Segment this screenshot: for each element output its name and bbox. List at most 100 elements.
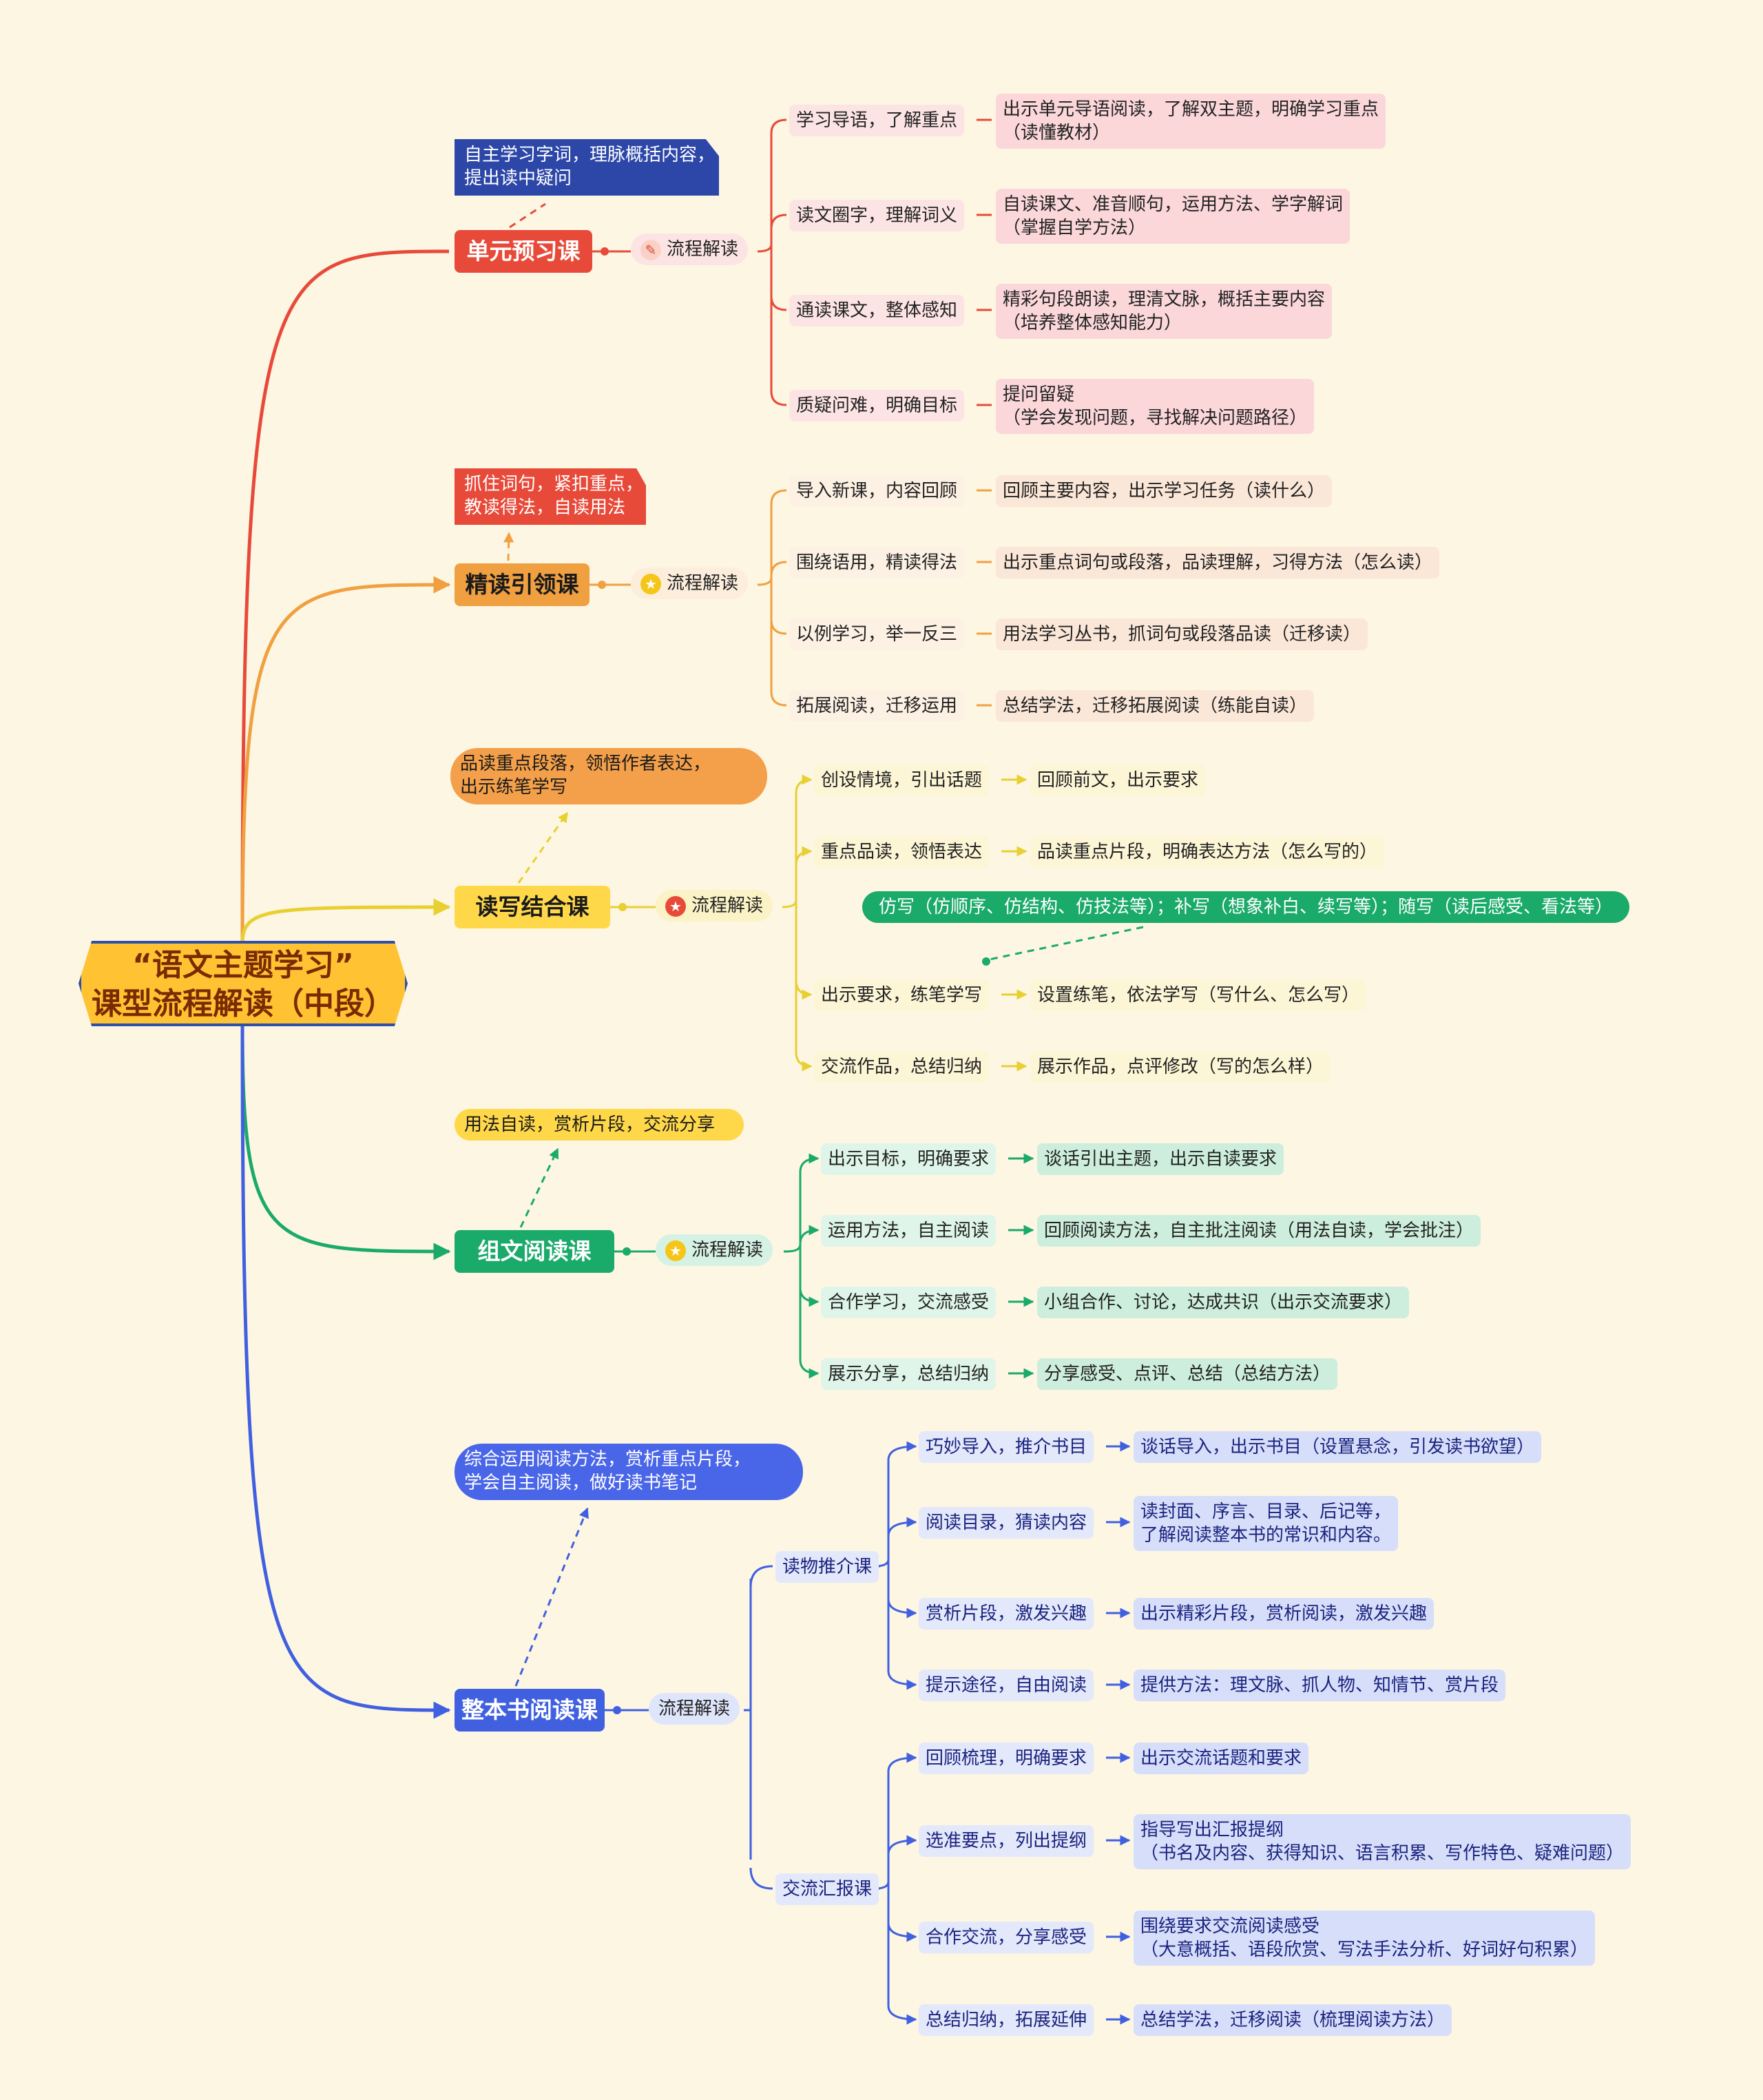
step-detail: 出示重点词句或段落，品读理解，习得方法（怎么读） (996, 547, 1440, 579)
writing-methods-note: 仿写（仿顺序、仿结构、仿技法等）；补写（想象补白、续写等）；随写（读后感受、看法… (862, 891, 1630, 923)
branch-connector (240, 1026, 451, 1719)
subgroup-label[interactable]: 交流汇报课 (775, 1873, 879, 1905)
subgroup-branch (749, 1565, 773, 1588)
step-label[interactable]: 合作学习，交流感受 (821, 1287, 997, 1318)
step-detail: 读封面、序言、目录、后记等， 了解阅读整本书的常识和内容。 (1134, 1496, 1399, 1551)
branch-1-process-tag[interactable]: ✎流程解读 (631, 233, 749, 265)
step-detail: 精彩句段朗读，理清文脉，概括主要内容 （培养整体感知能力） (996, 284, 1333, 339)
step-detail: 自读课文、准音顺句，运用方法、学字解词 （掌握自学方法） (996, 189, 1350, 244)
step-connector (770, 118, 787, 134)
step-connector (795, 774, 813, 794)
star-icon: ★ (665, 895, 686, 917)
step-label[interactable]: 拓展阅读，迁移运用 (789, 690, 965, 722)
step-label[interactable]: 选准要点，列出提纲 (919, 1825, 1094, 1857)
step-detail: 设置练笔，依法学写（写什么、怎么写） (1030, 979, 1367, 1011)
connector-dot (618, 903, 627, 911)
step-label[interactable]: 出示要求，练笔学写 (814, 979, 990, 1011)
connector-dot (982, 957, 990, 966)
step-connector (887, 1922, 917, 1942)
branch-3-title[interactable]: 读写结合课 (455, 886, 610, 928)
step-label[interactable]: 重点品读，领悟表达 (814, 836, 990, 868)
step-connector (887, 1441, 917, 1461)
step-label[interactable]: 围绕语用，精读得法 (789, 547, 965, 579)
step-trunk-join (757, 244, 773, 253)
step-detail: 指导写出汇报提纲 （书名及内容、获得知识、语言积累、写作特色、疑难问题） (1134, 1814, 1631, 1869)
step-label[interactable]: 总结归纳，拓展延伸 (919, 2004, 1094, 2036)
step-label[interactable]: 运用方法，自主阅读 (821, 1215, 997, 1247)
step-connector (887, 1599, 917, 1619)
step-label[interactable]: 出示目标，明确要求 (821, 1143, 997, 1175)
step-detail: 小组合作、讨论，达成共识（出示交流要求） (1037, 1287, 1410, 1318)
step-label[interactable]: 导入新课，内容回顾 (789, 475, 965, 507)
step-label[interactable]: 读文圈字，理解词义 (789, 200, 965, 231)
step-label[interactable]: 合作交流，分享感受 (919, 1922, 1094, 1953)
branch-1-title[interactable]: 单元预习课 (455, 230, 592, 273)
branch-5-process-tag[interactable]: 流程解读 (649, 1693, 740, 1725)
branch-connector (240, 1026, 451, 1260)
step-connector (770, 489, 787, 505)
branch-3-process-tag[interactable]: ★流程解读 (656, 890, 773, 922)
connector-dot (613, 1706, 621, 1714)
step-connector (770, 295, 787, 311)
step-trunk-join (782, 900, 797, 908)
step-label[interactable]: 质疑问难，明确目标 (789, 390, 965, 422)
step-label[interactable]: 以例学习，举一反三 (789, 618, 965, 650)
step-connector (799, 1153, 820, 1173)
branch-2-process-tag[interactable]: ★流程解读 (631, 568, 749, 599)
root-node[interactable]: “语文主题学习” 课型流程解读（中段） (79, 941, 408, 1026)
step-detail: 回顾前文，出示要求 (1030, 765, 1206, 796)
step-label[interactable]: 通读课文，整体感知 (789, 295, 965, 326)
branch-2-note: 抓住词句，紧扣重点， 教读得法，自读用法 (455, 468, 646, 525)
step-detail: 分享感受、点评、总结（总结方法） (1037, 1358, 1338, 1390)
step-detail: 谈话引出主题，出示自读要求 (1037, 1143, 1284, 1175)
branch-4-process-tag[interactable]: ★流程解读 (656, 1234, 773, 1266)
process-tag-label: 流程解读 (691, 1240, 764, 1260)
note-connector (509, 202, 546, 229)
step-label[interactable]: 展示分享，总结归纳 (821, 1358, 997, 1390)
step-trunk-join (786, 1244, 802, 1253)
step-label[interactable]: 阅读目录，猜读内容 (919, 1507, 1094, 1539)
step-connector (795, 980, 813, 1000)
step-detail: 出示单元导语阅读，了解双主题，明确学习重点 （读懂教材） (996, 94, 1386, 149)
step-connector (887, 1835, 917, 1855)
step-connector (799, 1359, 820, 1379)
process-tag-label: 流程解读 (691, 895, 764, 916)
step-connector (887, 2005, 917, 2025)
step-detail: 用法学习丛书，抓词句或段落品读（迁移读） (996, 618, 1368, 650)
step-label[interactable]: 学习导语，了解重点 (789, 105, 965, 136)
step-label[interactable]: 创设情境，引出话题 (814, 765, 990, 796)
step-label[interactable]: 赏析片段，激发兴趣 (919, 1598, 1094, 1630)
subgroup-label[interactable]: 读物推介课 (775, 1551, 879, 1583)
step-detail: 品读重点片段，明确表达方法（怎么写的） (1030, 836, 1385, 868)
connector-dot (601, 247, 609, 256)
branch-5-title[interactable]: 整本书阅读课 (455, 1689, 605, 1732)
branch-connector (240, 898, 451, 944)
step-detail: 展示作品，点评修改（写的怎么样） (1030, 1051, 1331, 1083)
note-connector (519, 1147, 559, 1228)
step-label[interactable]: 巧妙导入，推介书目 (919, 1431, 1094, 1463)
process-tag-label: 流程解读 (667, 573, 739, 594)
step-label[interactable]: 提示途径，自由阅读 (919, 1670, 1094, 1701)
step-connector (799, 1287, 820, 1307)
connector-dot (623, 1247, 631, 1256)
process-tag-label: 流程解读 (667, 239, 739, 260)
branch-5-note: 综合运用阅读方法，赏析重点片段， 学会自主阅读，做好读书笔记 (455, 1444, 803, 1500)
step-detail: 提问留疑 （学会发现问题，寻找解决问题路径） (996, 379, 1315, 434)
extra-connector (985, 926, 1144, 961)
connector-dot (598, 581, 606, 589)
step-label[interactable]: 交流作品，总结归纳 (814, 1051, 990, 1083)
step-connector (887, 1517, 917, 1537)
branch-4-title[interactable]: 组文阅读课 (455, 1230, 614, 1273)
note-connector (503, 532, 514, 561)
step-detail: 出示交流话题和要求 (1134, 1743, 1309, 1774)
branch-1-note: 自主学习字词，理脉概括内容， 提出读中疑问 (455, 139, 719, 196)
step-detail: 提供方法：理文脉、抓人物、知情节、赏片段 (1134, 1670, 1506, 1701)
step-label[interactable]: 回顾梳理，明确要求 (919, 1743, 1094, 1774)
star-icon: ★ (665, 1240, 686, 1261)
step-detail: 总结学法，迁移阅读（梳理阅读方法） (1134, 2004, 1452, 2036)
branch-2-title[interactable]: 精读引领课 (455, 563, 590, 606)
step-connector (770, 391, 787, 406)
step-connector (770, 214, 787, 229)
